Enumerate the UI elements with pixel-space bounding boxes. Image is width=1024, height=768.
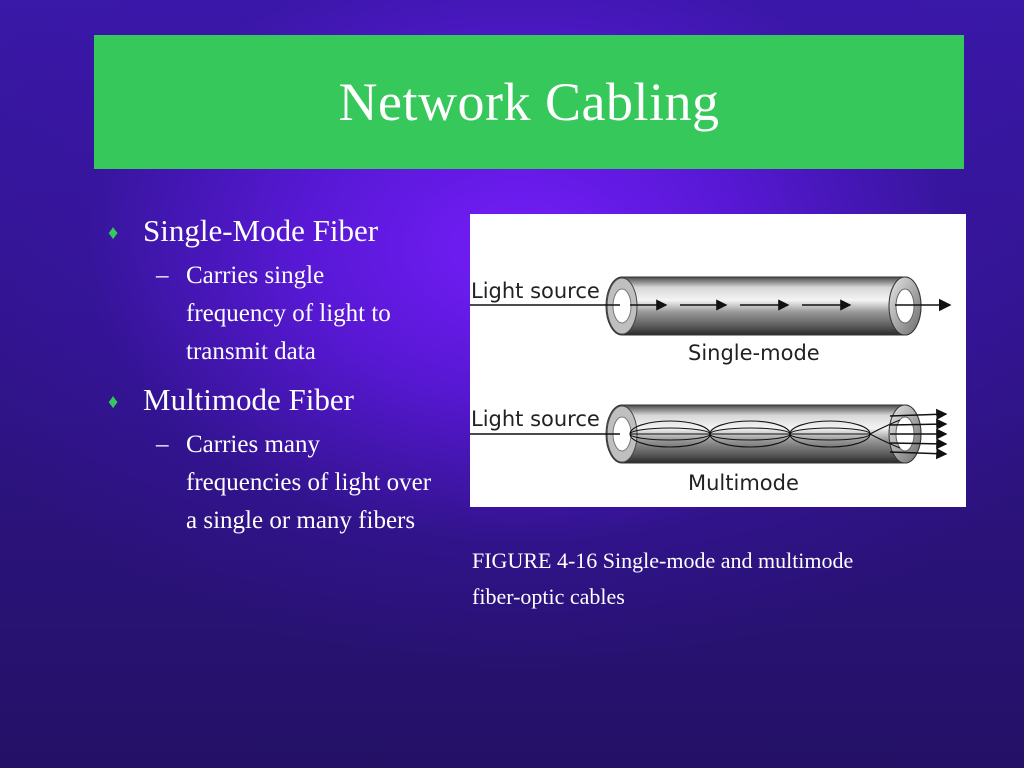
figure-caption: FIGURE 4-16 Single-mode and multimode fi…	[472, 548, 854, 609]
bullet-single-mode: ♦ Single-Mode Fiber	[108, 212, 448, 249]
sub-bullet-text: Carries many frequencies of light over a…	[186, 431, 432, 535]
fiber-diagram: Light source Single-mode	[470, 276, 952, 495]
light-source-label-top: Light source	[471, 279, 600, 303]
multimode-label: Multimode	[688, 471, 799, 495]
slide-title: Network Cabling	[338, 72, 720, 132]
sub-bullet-multimode: – Carries many frequencies of light over…	[156, 426, 448, 540]
bullet-multimode: ♦ Multimode Fiber	[108, 381, 448, 418]
title-bar: Network Cabling	[94, 35, 964, 169]
bullet-list: ♦ Single-Mode Fiber – Carries single fre…	[108, 212, 448, 550]
single-mode-cable	[470, 276, 952, 336]
sub-bullet-single-mode: – Carries single frequency of light to t…	[156, 257, 448, 371]
diamond-icon: ♦	[108, 222, 119, 244]
diamond-icon: ♦	[108, 391, 119, 414]
dash-icon: –	[156, 262, 169, 290]
single-mode-label: Single-mode	[688, 341, 820, 365]
bullet-text: Single-Mode Fiber	[143, 213, 379, 248]
sub-bullet-text: Carries single frequency of light to tra…	[186, 262, 391, 366]
light-source-label-bottom: Light source	[471, 407, 600, 431]
multimode-cable	[470, 404, 948, 464]
fiber-figure: Light source Single-mode	[470, 214, 966, 507]
bullet-text: Multimode Fiber	[143, 382, 354, 418]
dash-icon: –	[156, 431, 169, 459]
